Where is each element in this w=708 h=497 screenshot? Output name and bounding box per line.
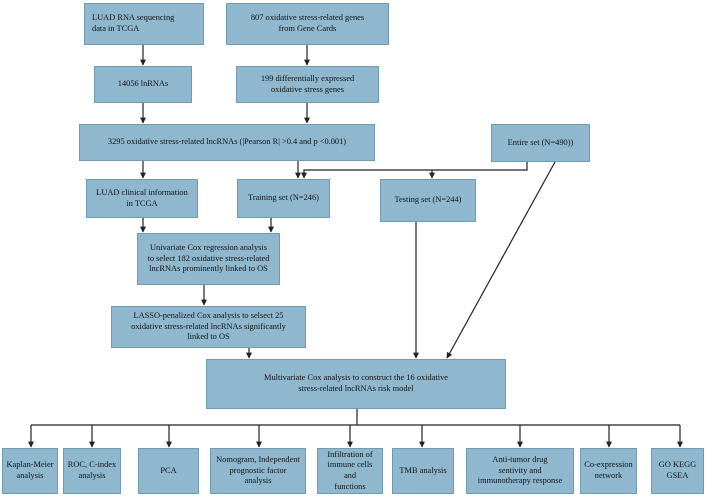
- node-roc: ROC, C-index analysis: [63, 448, 121, 494]
- node-entire-set: Entire set (N=490)): [491, 124, 590, 162]
- node-clinical: LUAD clinical information in TCGA: [86, 179, 198, 218]
- node-go-kegg: GO KEGG GSEA: [651, 448, 704, 494]
- node-training: Training set (N=246): [237, 179, 330, 218]
- arrow-entire-to-multivariate: [446, 161, 556, 359]
- node-infiltration: Infiltration of immune cells and functio…: [317, 448, 383, 494]
- node-oxidative-genes: 807 oxidative stress-related genes from …: [226, 3, 389, 45]
- node-pca: PCA: [138, 448, 199, 494]
- arrow-entire-to-training: [301, 162, 528, 179]
- node-pearson: 3295 oxidative stress-related lncRNAs (|…: [79, 124, 375, 161]
- node-tmb: TMB analysis: [392, 448, 454, 494]
- node-coexpression: Co-expression network: [580, 448, 637, 494]
- node-antitumor: Anti-tumor drug sentivity and immunother…: [466, 448, 574, 494]
- node-kaplan-meier: Kaplan-Meier analysis: [2, 448, 58, 494]
- node-univariate: Univariate Cox regression analysis to se…: [137, 233, 280, 285]
- node-lasso: LASSO-penalized Cox analysis to selsect …: [111, 306, 306, 348]
- node-nomogram: Nomogram, Independent prognostic factor …: [210, 448, 306, 494]
- node-testing: Testing set (N=244): [380, 179, 476, 222]
- node-multivariate: Multivariate Cox analysis to construct t…: [206, 359, 506, 409]
- node-deg: 199 differentially expressed oxidative s…: [236, 66, 379, 103]
- node-lncrnas: 14056 lnRNAs: [94, 66, 192, 103]
- node-luad-rna: LUAD RNA sequencing data in TCGA: [84, 3, 204, 45]
